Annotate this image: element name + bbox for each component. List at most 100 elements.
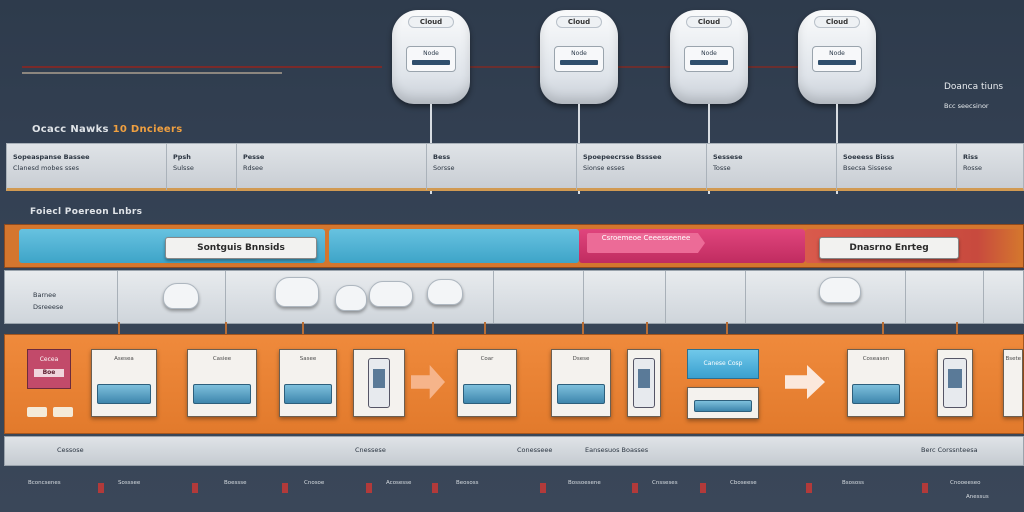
pin — [882, 322, 884, 336]
right-title: Doanca tiuns — [944, 82, 1004, 92]
guide-line — [22, 66, 382, 68]
pill-left[interactable]: Sontguis Bnnsids — [165, 237, 317, 259]
legend-box: Cecea Boe — [27, 349, 71, 389]
footer-label: Cnessese — [355, 446, 386, 454]
red-marker — [632, 483, 638, 493]
workflow-card[interactable] — [687, 387, 759, 419]
pin — [956, 322, 958, 336]
red-marker — [922, 483, 928, 493]
bottom-label[interactable]: Bconcsenes — [28, 480, 61, 486]
footer-label: Conesseee — [517, 446, 553, 454]
bottom-label[interactable]: Cboseese — [730, 480, 757, 486]
pod-cap: Cloud — [814, 16, 860, 28]
bottom-label[interactable]: Beososs — [456, 480, 479, 486]
arrow-right-icon — [411, 365, 445, 399]
red-marker — [98, 483, 104, 493]
bottom-label[interactable]: Bsososs — [842, 480, 864, 486]
pill-right[interactable]: Dnasrno Enrteg — [819, 237, 959, 259]
pod-screen: Node — [554, 46, 604, 72]
chip — [27, 407, 47, 417]
red-marker — [432, 483, 438, 493]
cloud-pod[interactable]: Cloud Node — [540, 10, 618, 194]
cloud-pod[interactable]: Cloud Node — [392, 10, 470, 194]
pink-label: Csroemeoe Ceeesseenee — [587, 233, 705, 253]
footer-label: Berc Corssnteesa — [921, 446, 978, 454]
workflow-band: Cecea Boe Asesea Casiee Sasee Coar Dsese… — [4, 334, 1024, 434]
workflow-card[interactable]: Asesea — [91, 349, 157, 417]
divider — [983, 271, 984, 323]
red-marker — [282, 483, 288, 493]
workflow-card[interactable]: Sasee — [279, 349, 337, 417]
mini-cloud-icon[interactable] — [427, 279, 463, 305]
workflow-card[interactable] — [937, 349, 973, 417]
bottom-label[interactable]: Sosssee — [118, 480, 141, 486]
mini-cloud-icon[interactable] — [275, 277, 319, 307]
guide-line — [22, 72, 282, 74]
bottom-label[interactable]: Acosesse — [386, 480, 412, 486]
pin — [432, 322, 434, 336]
footer-label: Cessose — [57, 446, 84, 454]
red-marker — [192, 483, 198, 493]
pin — [646, 322, 648, 336]
cloud-pod[interactable]: Cloud Node — [670, 10, 748, 194]
mini-cloud-icon[interactable] — [163, 283, 199, 309]
arrow-right-icon — [785, 365, 825, 399]
pin — [225, 322, 227, 336]
divider — [225, 271, 226, 323]
pod-screen: Node — [406, 46, 456, 72]
footer-label: Eansesuos Boasses — [585, 446, 649, 454]
middle-label-1: Barnee — [33, 291, 57, 299]
pod-cap: Cloud — [686, 16, 732, 28]
divider — [665, 271, 666, 323]
red-marker — [366, 483, 372, 493]
red-marker — [806, 483, 812, 493]
workflow-card[interactable]: Coseasen — [847, 349, 905, 417]
bottom-label[interactable]: Anessus — [966, 494, 989, 500]
bottom-label[interactable]: Cnosoe — [304, 480, 325, 486]
mini-cloud-icon[interactable] — [369, 281, 413, 307]
blue-button[interactable]: Canese Cosp — [687, 349, 759, 379]
tab-blue-mid[interactable] — [329, 229, 579, 263]
chip — [53, 407, 73, 417]
workflow-card[interactable]: Dsese — [551, 349, 611, 417]
divider — [117, 271, 118, 323]
workflow-card[interactable]: Casiee — [187, 349, 257, 417]
pin — [302, 322, 304, 336]
workflow-card[interactable]: Bsetee — [1003, 349, 1023, 417]
bottom-label[interactable]: Cnooeeseo — [950, 480, 981, 486]
bottom-label[interactable]: Boessse — [224, 480, 247, 486]
workflow-card[interactable]: Coar — [457, 349, 517, 417]
pin — [726, 322, 728, 336]
pin — [118, 322, 120, 336]
red-marker — [700, 483, 706, 493]
divider — [493, 271, 494, 323]
cloud-pod[interactable]: Cloud Node — [798, 10, 876, 194]
mini-cloud-icon[interactable] — [819, 277, 861, 303]
bottom-label[interactable]: Bossoesene — [568, 480, 601, 486]
pin — [582, 322, 584, 336]
guide-line — [470, 66, 800, 68]
footer-band: Cessose Cnessese Conesseee Eansesuos Boa… — [4, 436, 1024, 466]
workflow-card[interactable] — [353, 349, 405, 417]
right-subtitle: Bcc seecsinor — [944, 102, 989, 110]
pod-cap: Cloud — [556, 16, 602, 28]
divider — [905, 271, 906, 323]
workflow-card[interactable] — [627, 349, 661, 417]
pod-cap: Cloud — [408, 16, 454, 28]
red-marker — [540, 483, 546, 493]
bottom-label[interactable]: Cnsseses — [652, 480, 678, 486]
tabs-band: Sontguis Bnnsids Csroemeoe Ceeesseenee D… — [4, 224, 1024, 268]
pin — [484, 322, 486, 336]
section1-title: Ocacc Nawks 10 Dncieers — [32, 124, 183, 135]
pod-screen: Node — [684, 46, 734, 72]
mini-cloud-icon[interactable] — [335, 285, 367, 311]
